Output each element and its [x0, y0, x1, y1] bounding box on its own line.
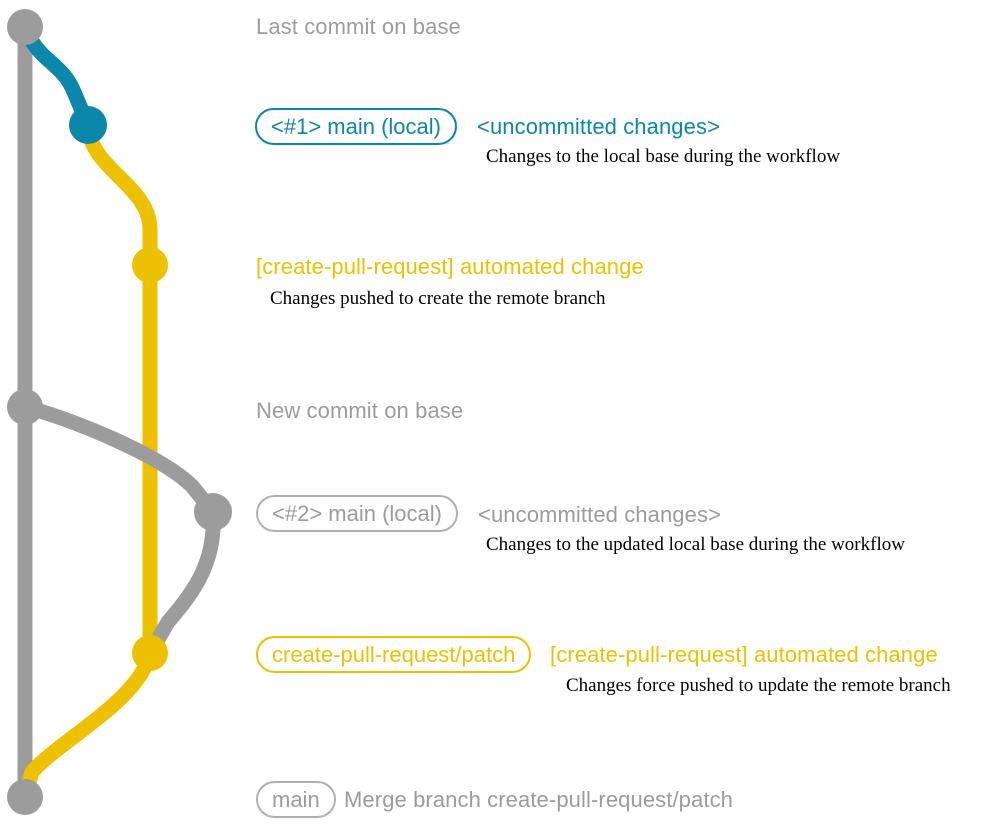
commit-node-local-commit-1[interactable]	[69, 106, 107, 144]
label-merge-commit-message: Merge branch create-pull-request/patch	[344, 787, 734, 812]
commit-node-remote-commit-2[interactable]	[132, 635, 168, 671]
branch-badge-main-local-2[interactable]: <#2> main (local)	[256, 495, 458, 532]
edge-remote-2-to-merge	[17, 645, 158, 805]
label-automated-change-2: [create-pull-request] automated change	[550, 642, 938, 667]
label-last-commit-on-base: Last commit on base	[256, 14, 461, 39]
label-new-commit-on-base: New commit on base	[256, 398, 464, 423]
label-uncommitted-changes-1: <uncommitted changes>	[477, 114, 721, 139]
branch-badge-main-local-1[interactable]: <#1> main (local)	[255, 108, 457, 145]
commit-node-remote-commit-1[interactable]	[132, 247, 168, 283]
label-uncommitted-changes-2: <uncommitted changes>	[478, 502, 722, 527]
commit-node-last-commit-on-base[interactable]	[7, 9, 43, 45]
description-local-change-1: Changes to the local base during the wor…	[486, 146, 841, 167]
commit-node-merge-commit[interactable]	[7, 779, 43, 815]
commit-node-new-commit-on-base[interactable]	[7, 389, 43, 425]
description-remote-change-1: Changes pushed to create the remote bran…	[270, 288, 606, 309]
branch-badge-main[interactable]: main	[256, 781, 336, 818]
description-local-change-2: Changes to the updated local base during…	[486, 534, 905, 555]
label-automated-change-1: [create-pull-request] automated change	[256, 254, 644, 279]
edge-base-2-to-local-2	[17, 399, 221, 520]
description-remote-change-2: Changes force pushed to update the remot…	[566, 675, 951, 696]
branch-badge-create-pull-request-patch[interactable]: create-pull-request/patch	[256, 636, 532, 673]
commit-node-local-commit-2[interactable]	[194, 493, 232, 531]
